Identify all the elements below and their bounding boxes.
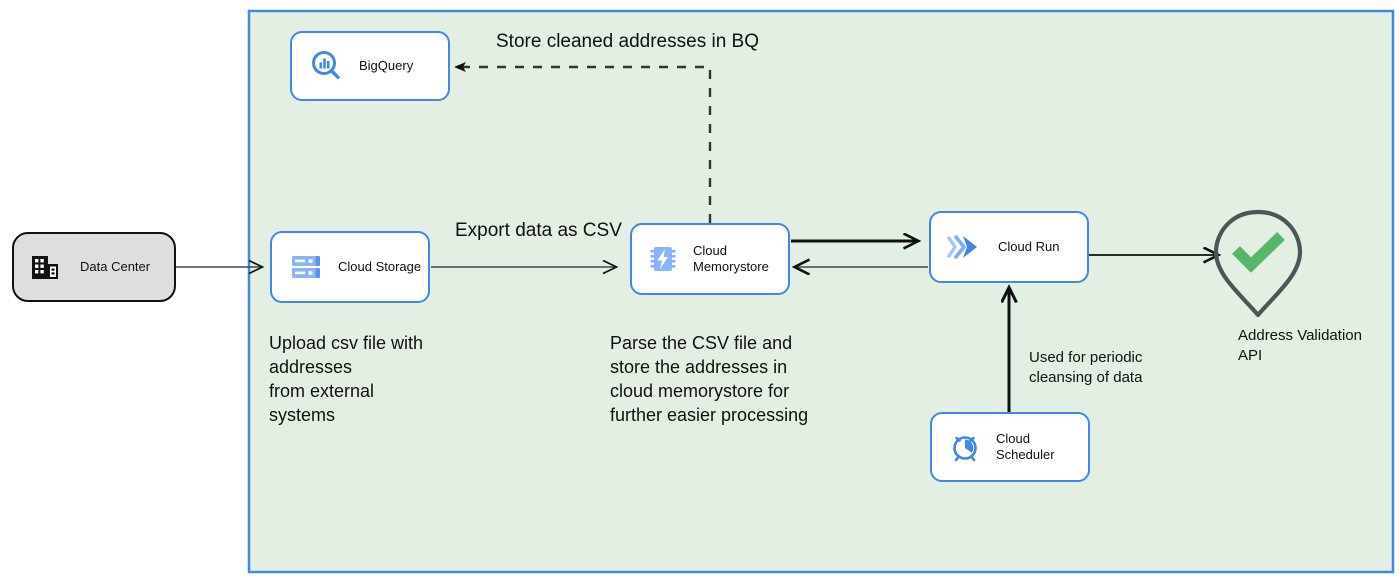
annotation-parse: Parse the CSV file and store the address…: [610, 333, 809, 426]
node-data-center[interactable]: Data Center: [12, 232, 176, 302]
node-cloud-run[interactable]: Cloud Run: [929, 211, 1089, 283]
node-label-cloud-run: Cloud Run: [998, 239, 1060, 255]
data-center-icon: [28, 250, 62, 284]
node-cloud-memorystore[interactable]: Cloud Memorystore: [630, 223, 790, 295]
annotation-scheduler: Used for periodic cleansing of data: [1029, 349, 1143, 387]
annotation-upload: Upload csv file with addresses from exte…: [269, 333, 424, 426]
cloud-run-icon: [946, 231, 982, 263]
bigquery-icon: [309, 49, 343, 83]
node-label-bigquery: BigQuery: [359, 58, 414, 74]
node-label-cloud-memorystore: Cloud Memorystore: [693, 243, 769, 274]
label-address-validation-api: Address Validation API: [1238, 327, 1362, 364]
cloud-storage-icon: [290, 251, 322, 283]
node-label-data-center: Data Center: [80, 259, 151, 275]
edge-label-export-csv: Export data as CSV: [455, 220, 622, 241]
node-cloud-storage[interactable]: Cloud Storage: [270, 231, 430, 303]
node-label-cloud-storage: Cloud Storage: [338, 259, 422, 275]
node-label-cloud-scheduler: Cloud Scheduler: [996, 431, 1055, 462]
node-bigquery[interactable]: BigQuery: [290, 31, 450, 101]
node-cloud-scheduler[interactable]: Cloud Scheduler: [930, 412, 1090, 482]
gcp-boundary-rect: [247, 9, 1395, 574]
cloud-memorystore-icon: [646, 242, 680, 276]
map-pin-check-icon: [1213, 209, 1303, 318]
cloud-scheduler-icon: [948, 430, 982, 464]
edge-memorystore-to-bigquery: [454, 62, 712, 223]
edge-label-store-in-bq: Store cleaned addresses in BQ: [496, 31, 759, 52]
